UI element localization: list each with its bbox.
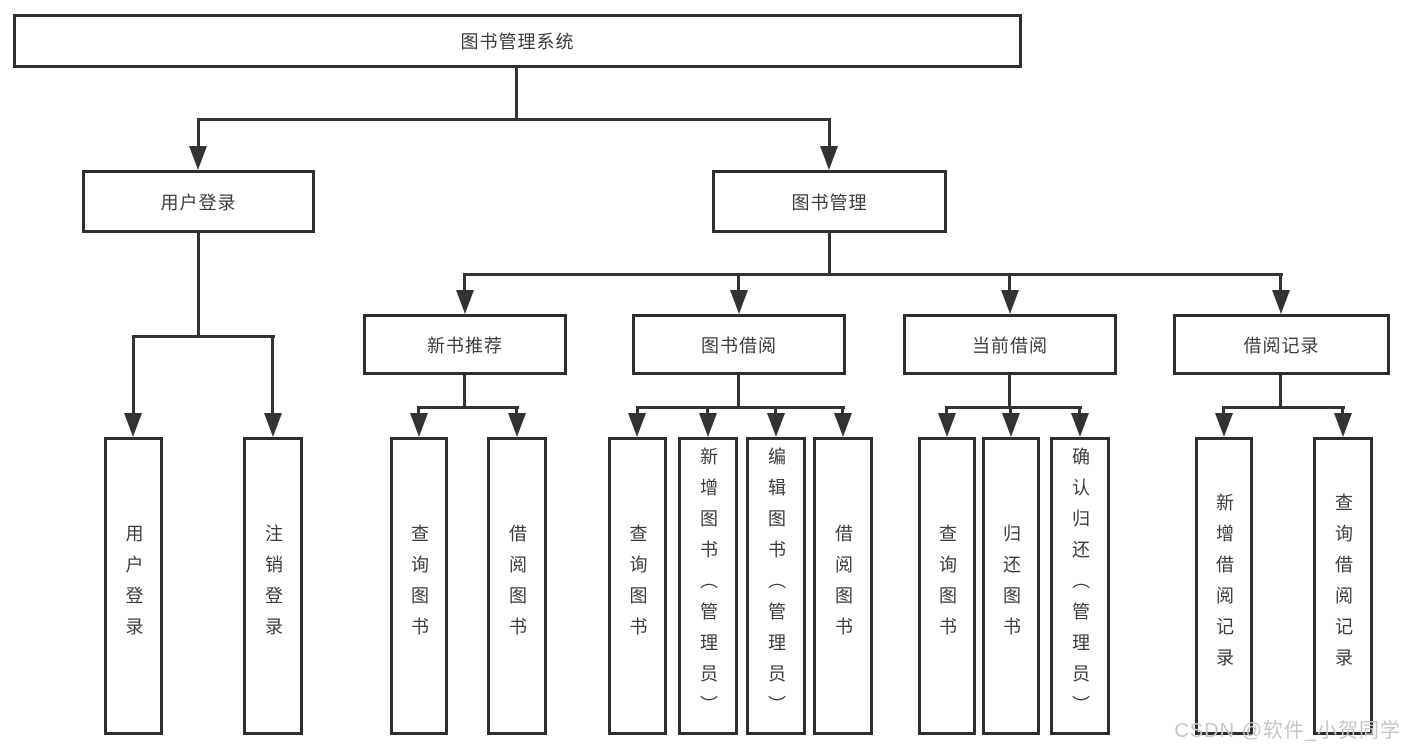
node-current-borrow-label: 当前借阅 — [972, 335, 1048, 356]
node-book-borrow-label: 图书借阅 — [701, 335, 777, 356]
arrow-to-new-books — [456, 290, 474, 314]
node-user-login-label: 用户登录 — [160, 192, 237, 213]
leaf-user-login: 用户登录 — [104, 437, 163, 735]
node-book-mgmt: 图书管理 — [712, 170, 947, 233]
node-new-books-label: 新书推荐 — [427, 335, 503, 356]
arrow-to-borrow-records — [1272, 290, 1290, 314]
leaf-current-query-label: 查询图书 — [937, 524, 957, 648]
leaf-borrow-add-admin-label: 新增图书（管理员） — [698, 446, 718, 726]
edge-new-books-stem — [463, 375, 466, 409]
arrow-to-borrow-edit — [767, 413, 785, 437]
node-current-borrow: 当前借阅 — [903, 314, 1117, 375]
edge-to-records-add-stem — [1222, 406, 1225, 416]
edge-to-new-books-stem — [463, 273, 466, 293]
edge-to-borrow-borrow-stem — [841, 406, 844, 416]
edge-to-current-query-stem — [945, 406, 948, 416]
edge-current-borrow-stem — [1008, 375, 1011, 409]
edge-to-borrow-add-stem — [706, 406, 709, 416]
edge-book-borrow-split — [636, 406, 845, 409]
arrow-to-book-mgmt — [820, 146, 838, 170]
node-user-login: 用户登录 — [82, 170, 315, 233]
edge-book-mgmt-split — [464, 273, 1283, 276]
leaf-borrow-edit-admin-label: 编辑图书（管理员） — [766, 446, 786, 726]
edge-to-records-query-stem — [1341, 406, 1344, 416]
node-book-borrow: 图书借阅 — [632, 314, 846, 375]
edge-borrow-records-split — [1223, 406, 1345, 409]
arrow-to-book-borrow — [730, 290, 748, 314]
leaf-newbooks-query-label: 查询图书 — [409, 524, 429, 648]
edge-root-stem — [515, 68, 518, 120]
leaf-borrow-edit-admin: 编辑图书（管理员） — [746, 437, 806, 735]
edge-to-borrow-records-stem — [1279, 273, 1282, 293]
node-book-mgmt-label: 图书管理 — [791, 192, 868, 213]
node-root: 图书管理系统 — [13, 14, 1022, 68]
arrow-to-borrow-query — [628, 413, 646, 437]
leaf-logout: 注销登录 — [243, 437, 303, 735]
edge-book-mgmt-stem — [828, 233, 831, 276]
edge-to-book-mgmt-stem — [828, 118, 831, 148]
leaf-newbooks-borrow: 借阅图书 — [487, 437, 547, 735]
edge-user-login-split — [132, 335, 275, 338]
edge-root-split — [197, 118, 831, 121]
edge-to-borrow-query-stem — [636, 406, 639, 416]
node-borrow-records-label: 借阅记录 — [1243, 335, 1320, 356]
edge-to-book-borrow-stem — [737, 273, 740, 293]
edge-to-newbooks-borrow-stem — [515, 406, 518, 416]
edge-book-borrow-stem — [737, 375, 740, 409]
leaf-records-query: 查询借阅记录 — [1313, 437, 1373, 735]
edge-to-current-confirm-stem — [1078, 406, 1081, 416]
edge-user-login-stem — [197, 233, 200, 337]
leaf-borrow-borrow-label: 借阅图书 — [833, 524, 853, 648]
leaf-newbooks-borrow-label: 借阅图书 — [507, 524, 527, 648]
leaf-borrow-add-admin: 新增图书（管理员） — [678, 437, 738, 735]
edge-to-current-return-stem — [1009, 406, 1012, 416]
leaf-logout-label: 注销登录 — [263, 524, 283, 648]
leaf-current-query: 查询图书 — [918, 437, 976, 735]
csdn-watermark: CSDN @软件_小贺同学 — [1174, 720, 1401, 742]
edge-to-borrow-edit-stem — [774, 406, 777, 416]
leaf-records-query-label: 查询借阅记录 — [1333, 493, 1353, 679]
arrow-to-current-query — [938, 413, 956, 437]
edge-to-leaf-user-login-stem — [132, 335, 135, 415]
arrow-to-borrow-borrow — [834, 413, 852, 437]
leaf-newbooks-query: 查询图书 — [390, 437, 448, 735]
edge-to-user-login-stem — [197, 118, 200, 148]
arrow-to-borrow-add — [699, 413, 717, 437]
arrow-to-current-confirm — [1071, 413, 1089, 437]
edge-to-current-borrow-stem — [1008, 273, 1011, 293]
leaf-records-add: 新增借阅记录 — [1195, 437, 1253, 735]
node-root-label: 图书管理系统 — [460, 32, 575, 52]
node-borrow-records: 借阅记录 — [1173, 314, 1390, 375]
node-new-books: 新书推荐 — [363, 314, 567, 375]
leaf-borrow-query: 查询图书 — [608, 437, 667, 735]
arrow-to-records-query — [1334, 413, 1352, 437]
leaf-current-return-label: 归还图书 — [1001, 524, 1021, 648]
arrow-to-leaf-logout — [264, 413, 282, 437]
leaf-current-confirm-admin: 确认归还（管理员） — [1050, 437, 1110, 735]
arrow-to-records-add — [1215, 413, 1233, 437]
edge-to-leaf-logout-stem — [271, 335, 274, 415]
leaf-current-return: 归还图书 — [982, 437, 1040, 735]
arrow-to-newbooks-query — [410, 413, 428, 437]
edge-to-newbooks-query-stem — [417, 406, 420, 416]
leaf-current-confirm-admin-label: 确认归还（管理员） — [1070, 446, 1090, 726]
leaf-records-add-label: 新增借阅记录 — [1214, 493, 1234, 679]
edge-current-borrow-split — [946, 406, 1082, 409]
arrow-to-current-return — [1002, 413, 1020, 437]
arrow-to-newbooks-borrow — [508, 413, 526, 437]
arrow-to-user-login — [189, 146, 207, 170]
arrow-to-current-borrow — [1001, 290, 1019, 314]
leaf-borrow-query-label: 查询图书 — [627, 524, 648, 648]
arrow-to-leaf-user-login — [124, 413, 142, 437]
leaf-borrow-borrow: 借阅图书 — [813, 437, 873, 735]
edge-borrow-records-stem — [1279, 375, 1282, 409]
edge-new-books-split — [418, 406, 519, 409]
leaf-user-login-label: 用户登录 — [123, 524, 144, 648]
